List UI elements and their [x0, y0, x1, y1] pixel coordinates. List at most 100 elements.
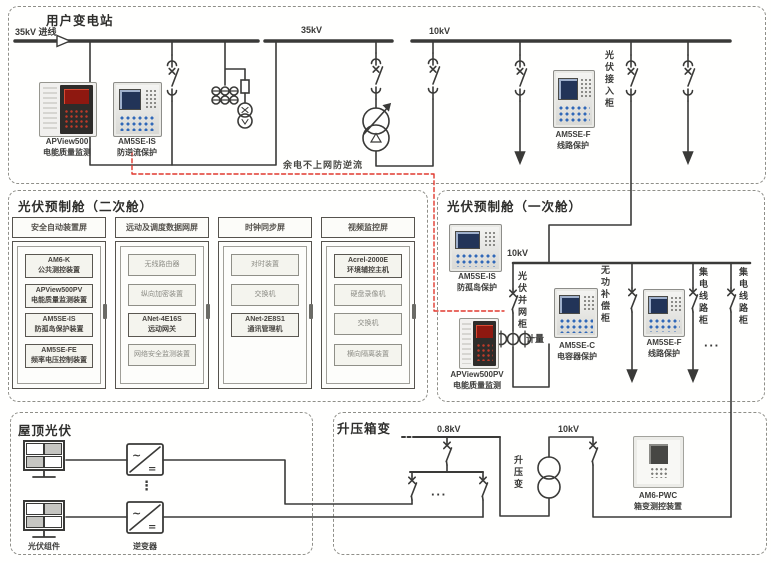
cabinet-module: 对时装置 [231, 254, 299, 276]
cabinet-module: 硬盘录像机 [334, 284, 402, 306]
breaker-icon [407, 475, 418, 501]
feeder-10kv-left [514, 40, 528, 166]
am5se-is-device-image [113, 82, 162, 137]
inverter-feeder-ellipsis: ··· [431, 487, 447, 502]
rooftop-pv-title: 屋顶光伏 [18, 424, 73, 438]
feeder-arrow-icon [687, 369, 699, 384]
am5se-f-label: AM5SE-F 线路保护 [555, 130, 591, 151]
svg-text:=: = [148, 522, 156, 533]
fuse-icon [240, 79, 250, 94]
feeder-pv-access [548, 40, 639, 264]
boost-transformer-title: 升压箱变 [337, 422, 392, 436]
anti-backflow-trip-line [131, 151, 505, 312]
svg-text:=: = [148, 464, 156, 475]
section-secondary-cabin [8, 190, 428, 402]
cabinet-handle [103, 304, 107, 319]
am5se-is-label: AM5SE-IS 防逆流保护 [117, 137, 157, 158]
bus-35kv-label: 35kV [301, 25, 323, 35]
cabinet-header: 视频监控屏 [321, 217, 415, 238]
cabinet-header: 安全自动装置屏 [12, 217, 106, 238]
inverter-icon: ~ = [126, 501, 164, 534]
hv-10kv-label: 10kV [558, 424, 580, 434]
collector-line-cabinet-label: 集电线路柜 [738, 267, 748, 327]
cabinet-handle [309, 304, 313, 319]
pt-icon [237, 102, 253, 118]
section-user-substation [8, 6, 766, 184]
feeder-arrow-icon [626, 369, 638, 384]
secondary-cabin-title: 光伏预制舱（二次舱） [18, 200, 154, 214]
cabinet-module: 交换机 [231, 284, 299, 306]
am5se-is-anti-island-label: AM5SE-IS 防孤岛保护 [457, 272, 497, 293]
apview500pv-label: APView500PV 电能质量监测 [450, 370, 504, 391]
cabinet-header: 时钟同步屏 [218, 217, 312, 238]
inverter-ellipsis: ⋮ [140, 478, 154, 493]
cabinet-handle [412, 304, 416, 319]
apview500-device-image [39, 82, 97, 137]
primary-cabin-wiring [494, 261, 752, 518]
feeder-arrow-icon [514, 151, 526, 166]
transformer-35-10kv-icon [362, 102, 392, 152]
am5se-f-cabin-label: AM5SE-F 线路保护 [646, 338, 682, 359]
feeder-arrow-icon [682, 151, 694, 166]
user-substation-title: 用户变电站 [46, 14, 114, 28]
cabinet-handle [206, 304, 210, 319]
breaker-icon [442, 440, 453, 466]
section-primary-cabin [437, 190, 765, 402]
reactive-compensation-cabinet-label: 无功补偿柜 [600, 265, 610, 325]
boost-transformer-wiring [401, 436, 732, 518]
am6-pwc-device-image [633, 436, 684, 488]
am5se-f-device-image [643, 289, 685, 337]
am5se-c-label: AM5SE-C 电容器保护 [557, 341, 597, 362]
am5se-is-device-image [449, 224, 502, 272]
breaker-icon [166, 54, 180, 102]
cabin-bus-10kv-label: 10kV [507, 248, 529, 258]
svg-text:~: ~ [132, 507, 141, 520]
breaker-icon [427, 52, 441, 100]
feeder-10kv-right [682, 40, 696, 166]
breaker-icon [627, 287, 638, 313]
metering-label: 计量 [526, 334, 545, 344]
primary-cabin-title: 光伏预制舱（一次舱） [447, 200, 583, 214]
breaker-icon [588, 440, 599, 466]
breaker-icon [726, 287, 737, 313]
am5se-c-device-image [554, 288, 598, 338]
inverter-label: 逆变器 [133, 542, 157, 551]
collector-ellipsis: ··· [704, 338, 720, 353]
pv-access-cabinet-label: 光伏接入柜 [604, 50, 614, 110]
main-transformer-bay [362, 40, 441, 167]
pv-module-label: 光伏组件 [28, 542, 60, 551]
cabinet-module: 纵向加密装置 [128, 284, 196, 306]
boost-transformer-label: 升压变 [513, 455, 523, 491]
breaker-icon [625, 54, 639, 102]
grid-connection-cabinet-label: 光伏并网柜 [517, 271, 527, 331]
cabinet-module: 网络安全监测装置 [128, 344, 196, 366]
rooftop-pv-wiring: ~ = ~ = [23, 440, 484, 538]
collector-line-cabinet-label: 集电线路柜 [698, 267, 708, 327]
incoming-arrow-icon [56, 34, 72, 48]
inverter-icon: ~ = [126, 443, 164, 476]
solar-panel-icon [23, 440, 65, 478]
breaker-icon [682, 54, 696, 102]
cabinet-module: 横向隔离装置 [334, 344, 402, 366]
pt-branch [211, 40, 253, 129]
lv-0.8kv-label: 0.8kV [437, 424, 461, 434]
breaker-icon [478, 475, 489, 501]
anti-backflow-note: 余电不上网防逆流 [283, 160, 364, 170]
section-rooftop-pv [10, 412, 313, 555]
am5se-f-device-image [553, 70, 595, 128]
breaker-icon [688, 287, 699, 313]
